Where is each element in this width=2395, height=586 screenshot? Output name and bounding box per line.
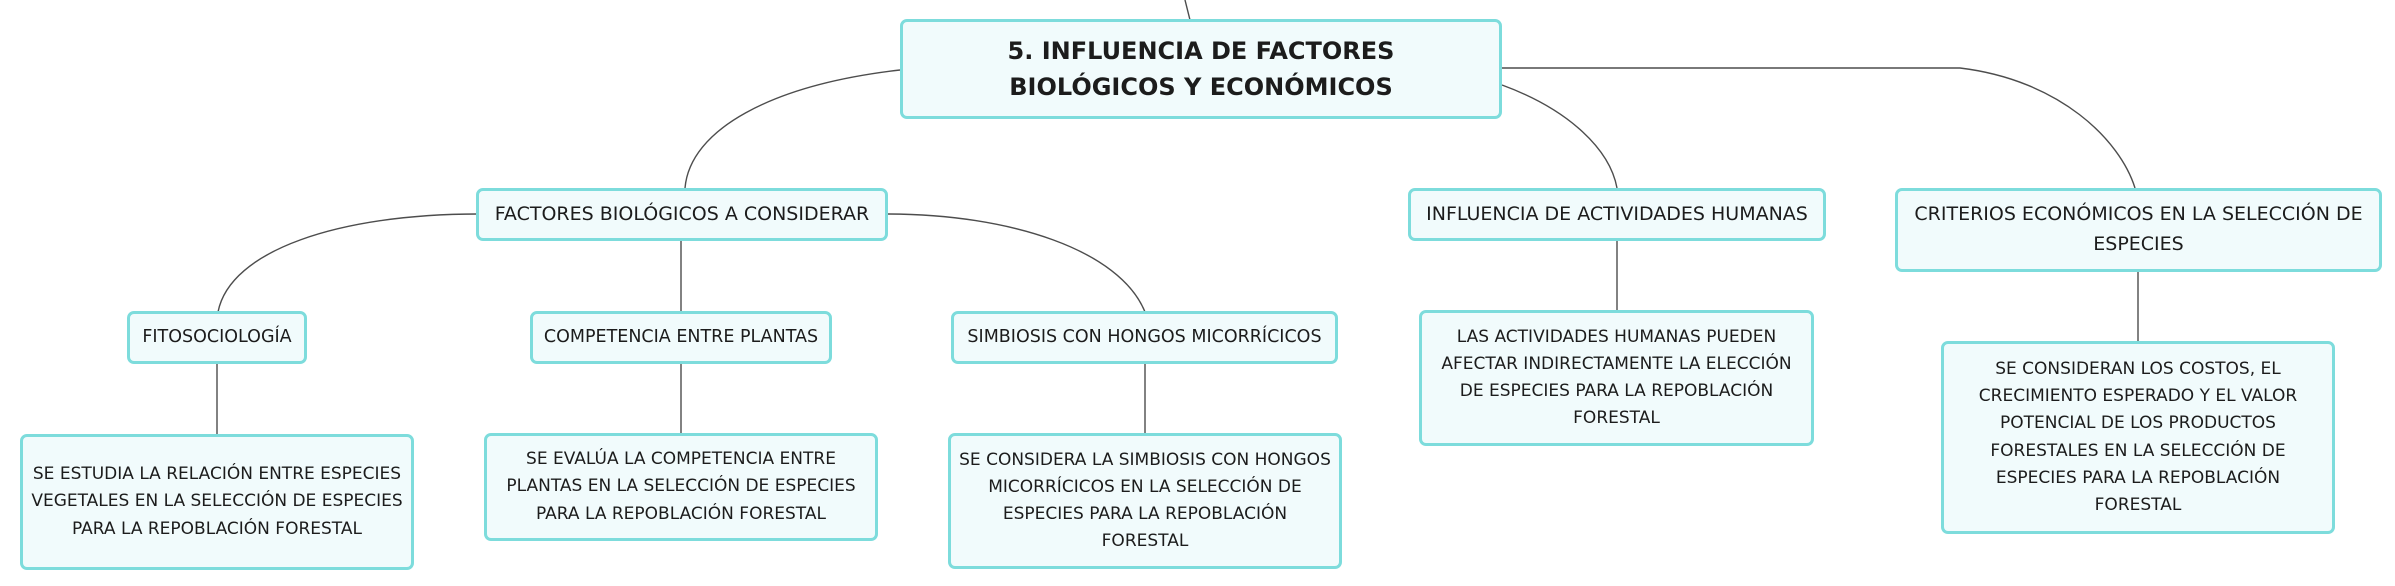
detail-fitosociologia-text: SE ESTUDIA LA RELACIÓN ENTRE ESPECIES VE… xyxy=(31,464,403,539)
node-simbiosis-hongos-label: SIMBIOSIS CON HONGOS MICORRÍCICOS xyxy=(967,327,1322,348)
detail-fitosociologia[interactable]: SE ESTUDIA LA RELACIÓN ENTRE ESPECIES VE… xyxy=(20,434,414,570)
detail-human-activities[interactable]: LAS ACTIVIDADES HUMANAS PUEDEN AFECTAR I… xyxy=(1419,310,1814,446)
connector-root-human xyxy=(1501,84,1618,189)
detail-economic-criteria[interactable]: SE CONSIDERAN LOS COSTOS, EL CRECIMIENTO… xyxy=(1941,341,2335,534)
detail-competencia-plantas-text: SE EVALÚA LA COMPETENCIA ENTRE PLANTAS E… xyxy=(506,449,856,524)
branch-economic-criteria[interactable]: CRITERIOS ECONÓMICOS EN LA SELECCIÓN DE … xyxy=(1895,188,2382,272)
connector-root-incoming xyxy=(1184,0,1191,21)
detail-economic-criteria-text: SE CONSIDERAN LOS COSTOS, EL CRECIMIENTO… xyxy=(1978,358,2298,515)
connector-root-economic xyxy=(1502,67,2136,189)
detail-human-activities-text: LAS ACTIVIDADES HUMANAS PUEDEN AFECTAR I… xyxy=(1441,326,1792,429)
node-fitosociologia[interactable]: FITOSOCIOLOGÍA xyxy=(127,311,307,364)
branch-biological-factors-label: FACTORES BIOLÓGICOS A CONSIDERAR xyxy=(494,202,870,225)
branch-biological-factors[interactable]: FACTORES BIOLÓGICOS A CONSIDERAR xyxy=(476,188,888,241)
node-competencia-plantas-label: COMPETENCIA ENTRE PLANTAS xyxy=(543,327,819,348)
branch-human-activities-label: INFLUENCIA DE ACTIVIDADES HUMANAS xyxy=(1426,202,1808,225)
branch-human-activities[interactable]: INFLUENCIA DE ACTIVIDADES HUMANAS xyxy=(1408,188,1826,241)
connector-biological-fitosociologia xyxy=(217,213,479,313)
node-simbiosis-hongos[interactable]: SIMBIOSIS CON HONGOS MICORRÍCICOS xyxy=(951,311,1338,364)
node-fitosociologia-label: FITOSOCIOLOGÍA xyxy=(142,327,292,348)
connector-biological-simbiosis xyxy=(886,213,1146,313)
detail-simbiosis-hongos[interactable]: SE CONSIDERA LA SIMBIOSIS CON HONGOS MIC… xyxy=(948,433,1342,569)
branch-economic-criteria-label: CRITERIOS ECONÓMICOS EN LA SELECCIÓN DE … xyxy=(1914,203,2363,255)
detail-simbiosis-hongos-text: SE CONSIDERA LA SIMBIOSIS CON HONGOS MIC… xyxy=(959,449,1331,552)
root-node-label: 5. INFLUENCIA DE FACTORES BIOLÓGICOS Y E… xyxy=(1007,36,1395,101)
connector-root-biological xyxy=(684,69,901,189)
root-node[interactable]: 5. INFLUENCIA DE FACTORES BIOLÓGICOS Y E… xyxy=(900,19,1502,119)
detail-competencia-plantas[interactable]: SE EVALÚA LA COMPETENCIA ENTRE PLANTAS E… xyxy=(484,433,878,541)
node-competencia-plantas[interactable]: COMPETENCIA ENTRE PLANTAS xyxy=(530,311,832,364)
